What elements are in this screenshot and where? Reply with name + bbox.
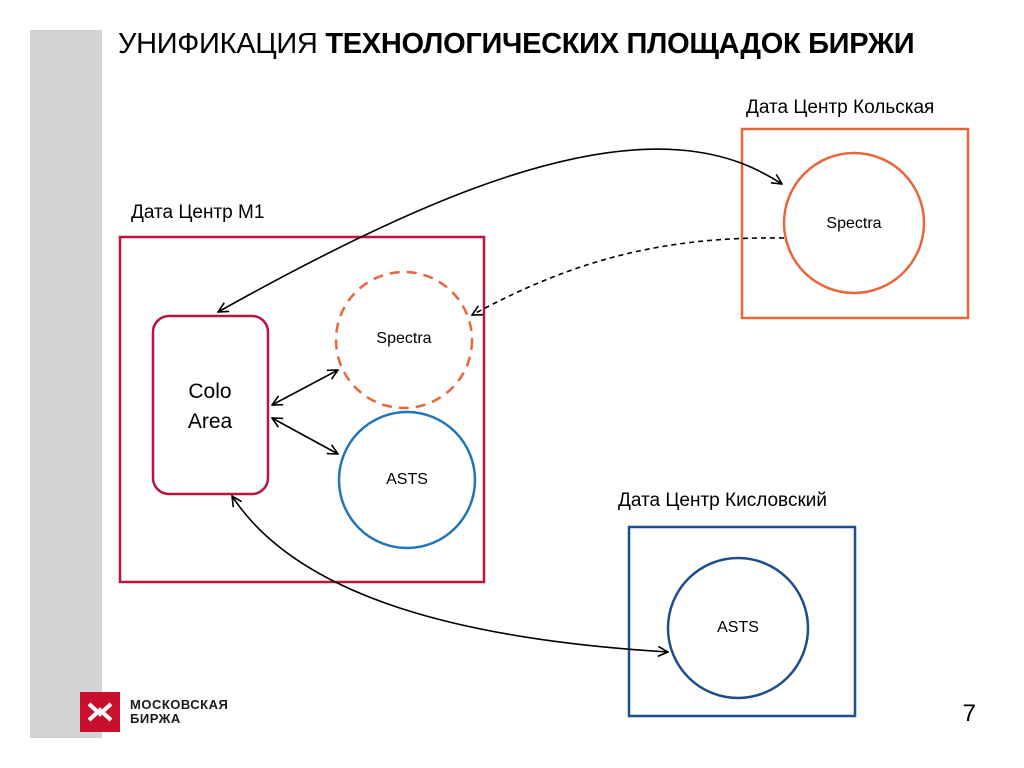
colo-to-spectra-kolskaya-arrow	[218, 148, 782, 312]
colo-label-line1: Colo	[188, 380, 232, 403]
asts-kislovsky-label: ASTS	[717, 619, 759, 636]
colo-to-asts-m1-arrow	[272, 418, 338, 454]
colo-to-asts-kislovsky-arrow	[232, 496, 668, 652]
logo-text: МОСКОВСКАЯ БИРЖА	[130, 698, 228, 726]
colo-area-label: Colo Area	[154, 377, 266, 437]
side-bar	[30, 30, 102, 738]
asts-m1-label: ASTS	[386, 471, 428, 488]
page-number: 7	[962, 700, 976, 727]
datacenter-kolskaya-label: Дата Центр Кольская	[746, 97, 935, 118]
spectra-m1-label: Spectra	[376, 330, 432, 347]
logo-line1: МОСКОВСКАЯ	[130, 697, 229, 712]
slide-title: УНИФИКАЦИЯ ТЕХНОЛОГИЧЕСКИХ ПЛОЩАДОК БИРЖ…	[118, 28, 915, 61]
logo-mark-icon	[80, 692, 120, 732]
datacenter-m1-label: Дата Центр М1	[131, 202, 265, 223]
datacenter-kislovsky-label: Дата Центр Кисловский	[618, 490, 827, 511]
logo-line2: БИРЖА	[130, 711, 181, 726]
exchange-logo: МОСКОВСКАЯ БИРЖА	[80, 692, 228, 732]
spectra-kolskaya-label: Spectra	[826, 215, 882, 232]
title-bold: ТЕХНОЛОГИЧЕСКИХ ПЛОЩАДОК БИРЖИ	[325, 28, 915, 60]
colo-to-spectra-m1-arrow	[272, 370, 338, 405]
spectra-kolskaya-to-spectra-m1-arrow	[472, 237, 785, 315]
title-regular: УНИФИКАЦИЯ	[118, 28, 318, 60]
colo-area-box	[151, 314, 270, 496]
spectra-kolskaya-circle	[782, 151, 926, 295]
colo-label-line2: Area	[187, 410, 233, 433]
